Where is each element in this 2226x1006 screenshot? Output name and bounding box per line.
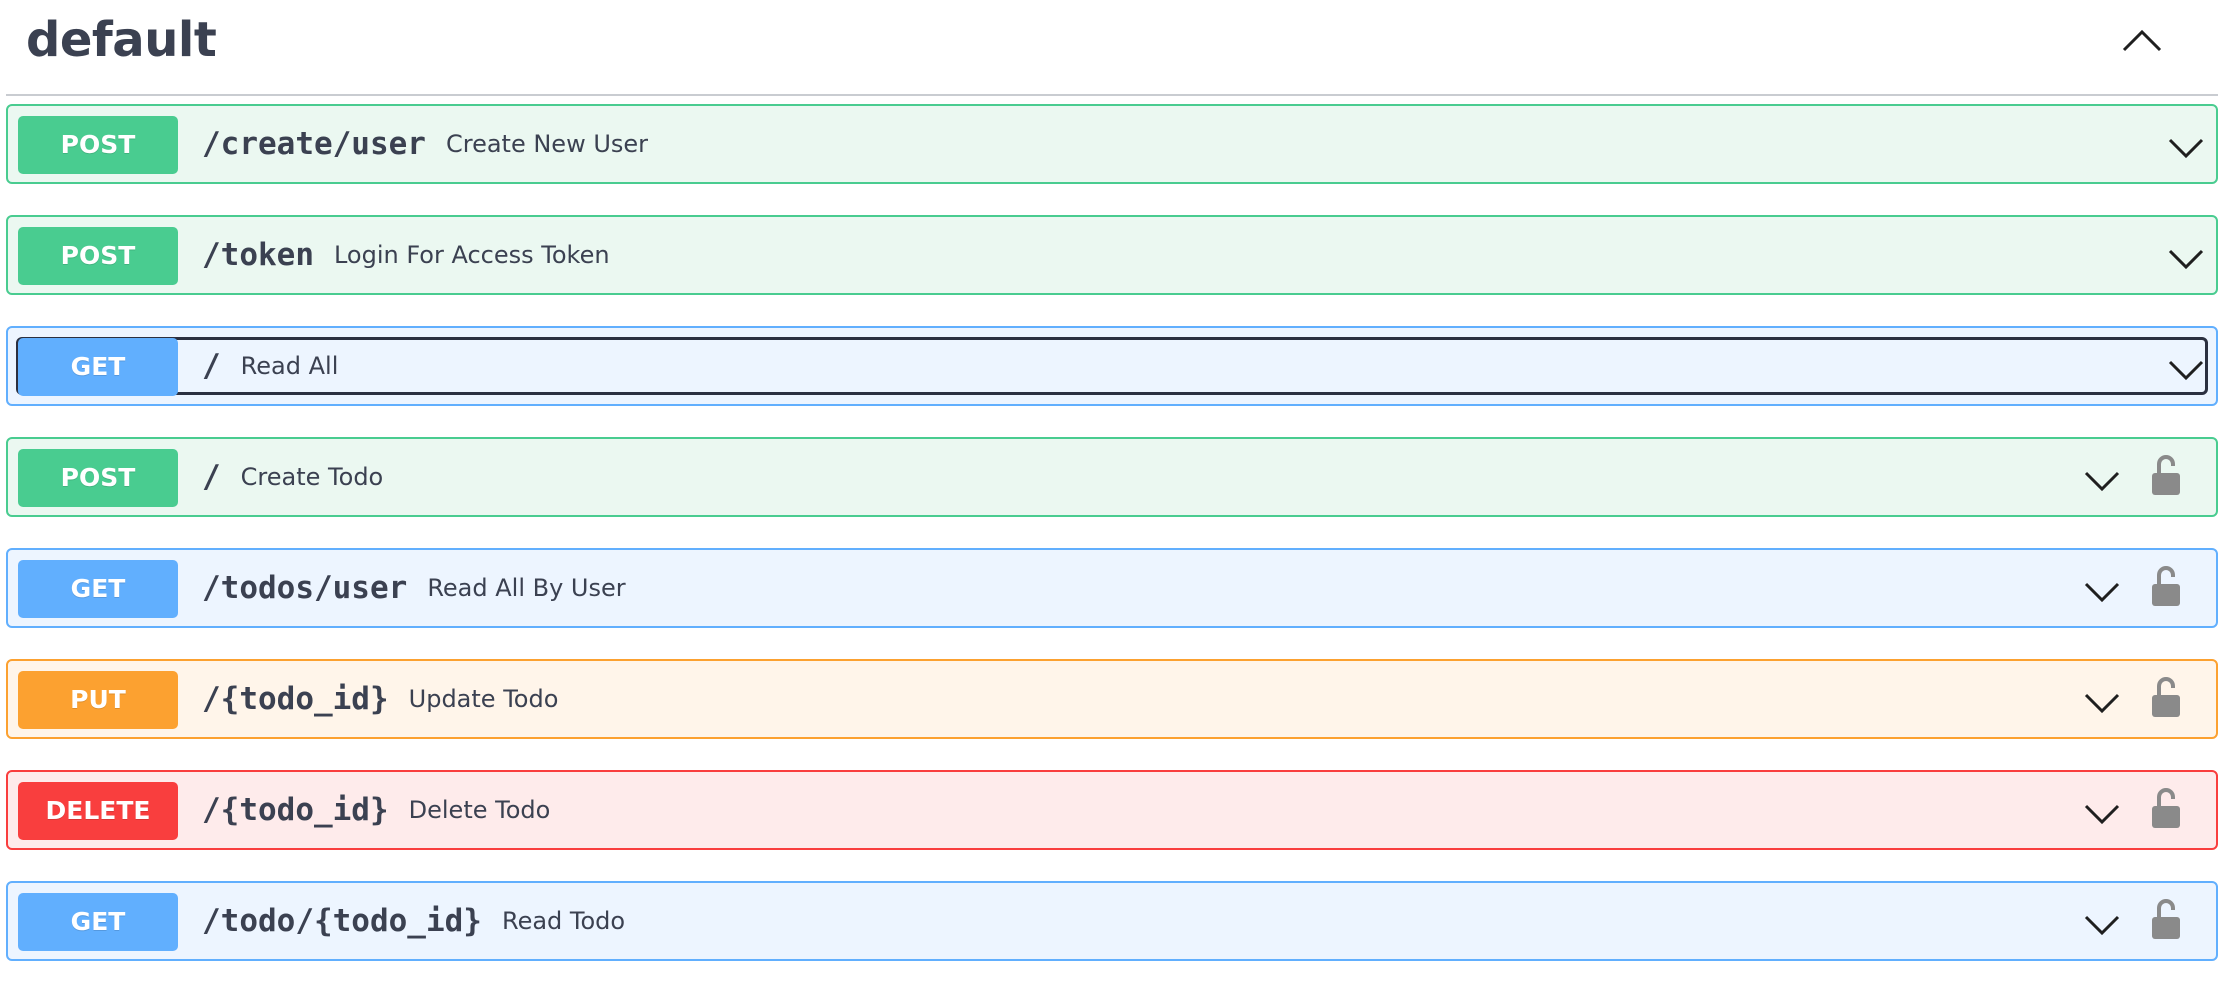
operation-description: Read All — [240, 352, 339, 380]
chevron-down-icon[interactable] — [2082, 574, 2122, 608]
operation-description: Create New User — [445, 130, 649, 158]
operation-description: Read All By User — [427, 574, 626, 602]
method-badge: GET — [18, 560, 178, 618]
operation-path: /todos/user — [202, 570, 408, 606]
operation-summary: /todos/user Read All By User — [202, 550, 626, 626]
operation-summary: /todo/{todo_id} Read Todo — [202, 883, 625, 959]
operation-post-row[interactable]: POST / Create Todo — [6, 437, 2218, 517]
chevron-up-icon[interactable] — [2120, 22, 2164, 58]
chevron-down-icon[interactable] — [2166, 241, 2206, 275]
operation-path: / — [202, 459, 221, 495]
unlocked-icon[interactable] — [2150, 786, 2182, 830]
chevron-down-icon[interactable] — [2082, 796, 2122, 830]
operation-path: / — [202, 348, 221, 384]
operation-post-row[interactable]: POST/create/user Create New User — [6, 104, 2218, 184]
focus-ring — [16, 337, 2208, 395]
operation-summary: /token Login For Access Token — [202, 217, 610, 293]
operation-summary: / Create Todo — [202, 439, 383, 515]
section-title: default — [26, 12, 217, 68]
operation-path: /{todo_id} — [202, 792, 389, 828]
operation-get-row[interactable]: GET / Read All — [6, 326, 2218, 406]
method-badge: GET — [18, 338, 178, 396]
method-badge: PUT — [18, 671, 178, 729]
operation-summary: /{todo_id} Delete Todo — [202, 772, 550, 848]
method-badge: DELETE — [18, 782, 178, 840]
operation-put-row[interactable]: PUT /{todo_id} Update Todo — [6, 659, 2218, 739]
method-badge: POST — [18, 116, 178, 174]
operation-path: /{todo_id} — [202, 681, 389, 717]
operation-delete-row[interactable]: DELETE /{todo_id} Delete Todo — [6, 770, 2218, 850]
operation-description: Read Todo — [501, 907, 626, 935]
chevron-down-icon[interactable] — [2082, 907, 2122, 941]
operation-path: /todo/{todo_id} — [202, 903, 482, 939]
section-header[interactable]: default — [6, 0, 2218, 96]
chevron-down-icon[interactable] — [2082, 685, 2122, 719]
chevron-down-icon[interactable] — [2166, 130, 2206, 164]
unlocked-icon[interactable] — [2150, 453, 2182, 497]
operation-get-row[interactable]: GET/todo/{todo_id} Read Todo — [6, 881, 2218, 961]
operation-summary: / Read All — [202, 328, 338, 404]
method-badge: POST — [18, 449, 178, 507]
operation-summary: /create/user Create New User — [202, 106, 648, 182]
operation-description: Update Todo — [408, 685, 559, 713]
operation-path: /token — [202, 237, 314, 273]
unlocked-icon[interactable] — [2150, 564, 2182, 608]
unlocked-icon[interactable] — [2150, 675, 2182, 719]
operation-description: Create Todo — [240, 463, 384, 491]
operation-path: /create/user — [202, 126, 426, 162]
chevron-down-icon[interactable] — [2166, 352, 2206, 386]
method-badge: GET — [18, 893, 178, 951]
unlocked-icon[interactable] — [2150, 897, 2182, 941]
operation-description: Delete Todo — [408, 796, 551, 824]
operation-post-row[interactable]: POST/token Login For Access Token — [6, 215, 2218, 295]
operation-description: Login For Access Token — [333, 241, 610, 269]
method-badge: POST — [18, 227, 178, 285]
operation-get-row[interactable]: GET/todos/user Read All By User — [6, 548, 2218, 628]
operation-summary: /{todo_id} Update Todo — [202, 661, 558, 737]
chevron-down-icon[interactable] — [2082, 463, 2122, 497]
